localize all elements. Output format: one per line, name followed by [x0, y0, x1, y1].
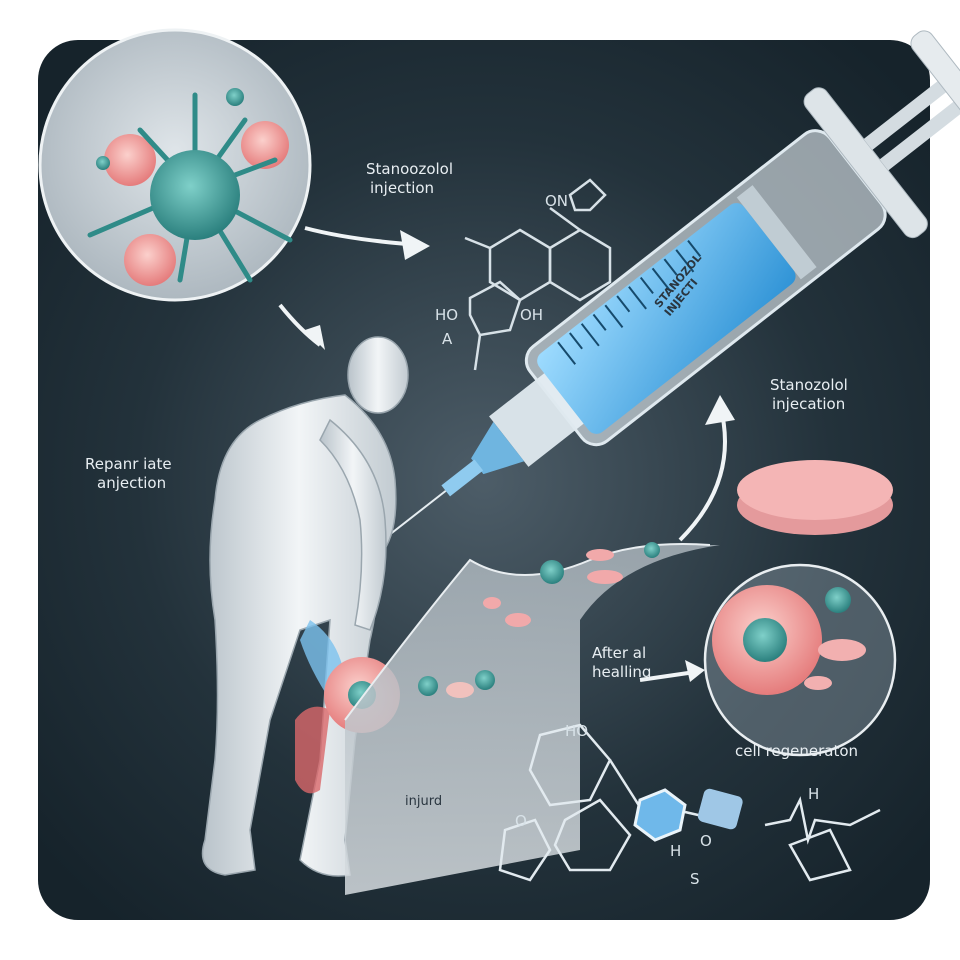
right-injection-label: Stanozolol injecation: [770, 376, 848, 414]
crystal-hexagon: [633, 788, 687, 842]
chem-label-o-left: O: [515, 812, 527, 830]
virus-cell: [150, 150, 240, 240]
label-line: After al: [592, 644, 647, 662]
label-line: Stanoozolol: [366, 160, 454, 178]
label-line: anjection: [97, 474, 167, 492]
label-line: healling: [592, 663, 652, 681]
healing-label: After al healling: [592, 644, 651, 682]
syringe-liquid: [537, 203, 796, 434]
chem-label-ho: HO: [435, 306, 459, 324]
label-line: injection: [370, 179, 435, 197]
label-line: Stanozolol: [770, 376, 848, 394]
chemical-structure-top: [464, 178, 612, 371]
top-injection-label: Stanoozolol injection: [366, 160, 453, 198]
left-note-label: Repanr iate anjection: [85, 455, 172, 493]
chem-label-s: S: [690, 870, 700, 888]
chem-label-a: A: [442, 330, 453, 348]
label-line: injecation: [772, 395, 846, 413]
cell-regeneration-label: cell regeneraton: [735, 742, 859, 760]
arrows: [278, 226, 727, 682]
label-line: Repanr iate: [85, 455, 172, 473]
crystal-cube: [697, 788, 743, 830]
cell-regeneration-circle: [703, 563, 897, 757]
injury-label: injurd: [405, 794, 443, 809]
chem-label-ho-bottom: HO: [565, 722, 589, 740]
chem-label-h-right: H: [808, 785, 820, 803]
syringe: [319, 30, 960, 591]
chem-label-o-mid: O: [700, 832, 712, 850]
chem-label-on: ON: [545, 192, 569, 210]
chem-label-oh: OH: [520, 306, 544, 324]
chem-label-h-mid: H: [670, 842, 682, 860]
cell-closeup-circle: [38, 28, 312, 302]
tablet-disc: [737, 460, 893, 535]
tissue-block: [344, 542, 720, 895]
